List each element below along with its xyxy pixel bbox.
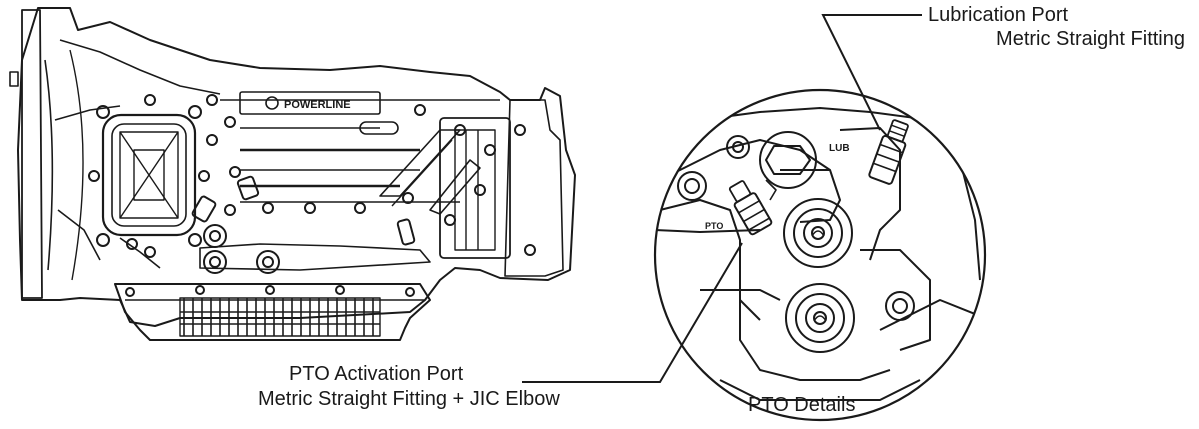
lube-callout-line1: Lubrication Port [928,4,1069,26]
leader-lines [522,14,922,383]
pto-callout-line2: Metric Straight Fitting + JIC Elbow [258,388,560,410]
pto-leader-line [522,242,743,383]
pto-callout-line1: PTO Activation Port [289,363,464,385]
detail-caption: PTO Details [748,394,856,416]
lub-port-tag: LUB [829,143,850,154]
pto-port-tag: PTO [705,221,723,231]
pto-detail-view: LUB PTO [653,88,987,422]
lube-callout-line2: Metric Straight Fitting [996,28,1185,50]
brand-badge-text: POWERLINE [284,99,351,111]
lube-leader-line [821,14,922,131]
transmission-side-view [9,7,576,341]
brand-badge: POWERLINE [265,96,351,111]
